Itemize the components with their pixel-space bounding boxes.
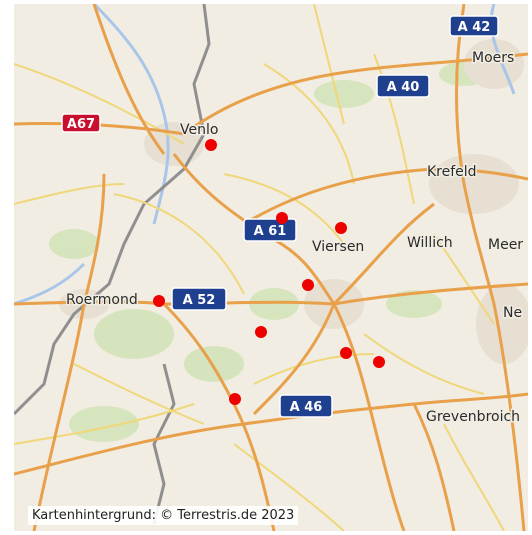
motorway-shields: A 42 A 40 A67 A 61 A 52 A 46 [61, 15, 499, 418]
map-canvas[interactable]: A 42 A 40 A67 A 61 A 52 A 46 [14, 4, 528, 531]
shield-a40: A 40 [376, 74, 430, 98]
national-border [14, 4, 211, 416]
label-ne: Ne [503, 305, 522, 321]
minor-roads [14, 4, 505, 531]
shield-a46: A 46 [279, 394, 333, 418]
label-meer: Meer [488, 237, 523, 253]
location-marker [335, 222, 347, 234]
label-viersen: Viersen [312, 239, 364, 255]
map-background: A 42 A 40 A67 A 61 A 52 A 46 [14, 4, 528, 531]
label-venlo: Venlo [180, 122, 218, 138]
map-attribution: Kartenhintergrund: © Terrestris.de 2023 [28, 506, 299, 525]
shield-a42: A 42 [449, 15, 499, 37]
rivers [14, 4, 516, 306]
location-marker [229, 393, 241, 405]
location-marker [205, 139, 217, 151]
svg-text:A 52: A 52 [183, 293, 216, 308]
location-markers [153, 139, 385, 405]
label-roermond: Roermond [66, 292, 138, 308]
location-marker [373, 356, 385, 368]
svg-text:A 42: A 42 [458, 20, 491, 35]
location-marker [153, 295, 165, 307]
shield-a61: A 61 [243, 218, 297, 242]
location-marker [255, 326, 267, 338]
shield-a52: A 52 [171, 287, 227, 311]
shield-a67: A67 [61, 113, 101, 133]
label-willich: Willich [407, 235, 453, 251]
svg-text:A 40: A 40 [387, 80, 420, 95]
major-roads [14, 4, 528, 531]
label-moers: Moers [472, 50, 514, 66]
label-krefeld: Krefeld [427, 164, 477, 180]
location-marker [340, 347, 352, 359]
svg-text:A 46: A 46 [290, 400, 323, 415]
location-marker [302, 279, 314, 291]
town-labels: Venlo Moers Krefeld Viersen Willich Meer… [65, 49, 525, 427]
svg-text:A 61: A 61 [254, 224, 287, 239]
label-grevenbroich: Grevenbroich [426, 409, 520, 425]
svg-text:A67: A67 [67, 117, 95, 132]
location-marker [276, 212, 288, 224]
